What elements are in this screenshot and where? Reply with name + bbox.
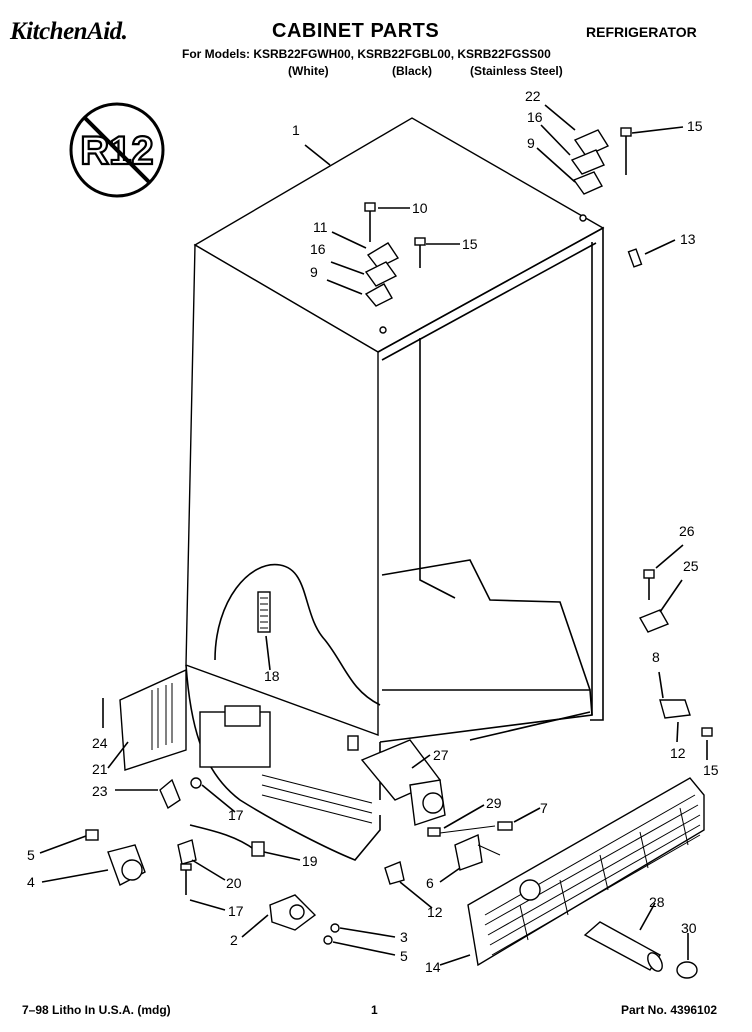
water-filter: [583, 921, 698, 979]
callout-25: 25: [683, 558, 699, 574]
callout-30: 30: [681, 920, 697, 936]
footer-part-number: Part No. 4396102: [621, 1003, 718, 1017]
top-hinge-center: [364, 202, 426, 334]
callout-2: 2: [230, 932, 238, 948]
callout-8: 8: [652, 649, 660, 665]
r12-badge: R12: [69, 102, 165, 198]
top-hinge-right: [570, 127, 643, 268]
callout-29: 29: [486, 795, 502, 811]
callout-16a: 16: [527, 109, 543, 125]
leader-lines: [39, 104, 708, 966]
callout-4: 4: [27, 874, 35, 890]
callouts: 1 22 15 16 9 10 11 16 15 9 13 26 25 18 8…: [27, 88, 719, 975]
callout-23: 23: [92, 783, 108, 799]
callout-12b: 12: [427, 904, 443, 920]
callout-28: 28: [649, 894, 665, 910]
category-label: REFRIGERATOR: [586, 24, 697, 40]
callout-26: 26: [679, 523, 695, 539]
callout-15c: 15: [703, 762, 719, 778]
callout-17a: 17: [228, 807, 244, 823]
callout-5b: 5: [400, 948, 408, 964]
models-line: For Models: KSRB22FGWH00, KSRB22FGBL00, …: [182, 47, 551, 61]
callout-15b: 15: [462, 236, 478, 252]
callout-14: 14: [425, 959, 441, 975]
callout-1: 1: [292, 122, 300, 138]
callout-19: 19: [302, 853, 318, 869]
cutaway-area: [185, 563, 381, 861]
callout-20: 20: [226, 875, 242, 891]
callout-17b: 17: [228, 903, 244, 919]
cabinet-shell: [185, 117, 605, 800]
callout-27: 27: [433, 747, 449, 763]
callout-24: 24: [92, 735, 108, 751]
brand-logo: KitchenAid.: [10, 18, 128, 45]
callout-9a: 9: [527, 135, 535, 151]
right-small-parts: [638, 569, 713, 737]
variant-black: (Black): [392, 64, 433, 78]
duct-housing: [347, 735, 446, 826]
rear-panel: [119, 668, 187, 771]
callout-3: 3: [400, 929, 408, 945]
variant-stainless: (Stainless Steel): [470, 64, 563, 78]
callout-16b: 16: [310, 241, 326, 257]
callout-11: 11: [313, 219, 328, 235]
callout-9b: 9: [310, 264, 318, 280]
footer-page-number: 1: [371, 1003, 378, 1017]
callout-15a: 15: [687, 118, 703, 134]
callout-5a: 5: [27, 847, 35, 863]
toe-grille: [467, 777, 705, 967]
callout-21: 21: [92, 761, 108, 777]
page-title: CABINET PARTS: [272, 20, 440, 42]
lower-left-parts: [85, 777, 405, 945]
center-bracket: [427, 821, 513, 871]
variant-white: (White): [288, 64, 329, 78]
footer-litho: 7–98 Litho In U.S.A. (mdg): [22, 1003, 171, 1017]
callout-13: 13: [680, 231, 696, 247]
callout-12a: 12: [670, 745, 686, 761]
callout-18: 18: [264, 668, 280, 684]
callout-6: 6: [426, 875, 434, 891]
callout-22: 22: [525, 88, 541, 104]
callout-7: 7: [540, 800, 548, 816]
callout-10: 10: [412, 200, 428, 216]
